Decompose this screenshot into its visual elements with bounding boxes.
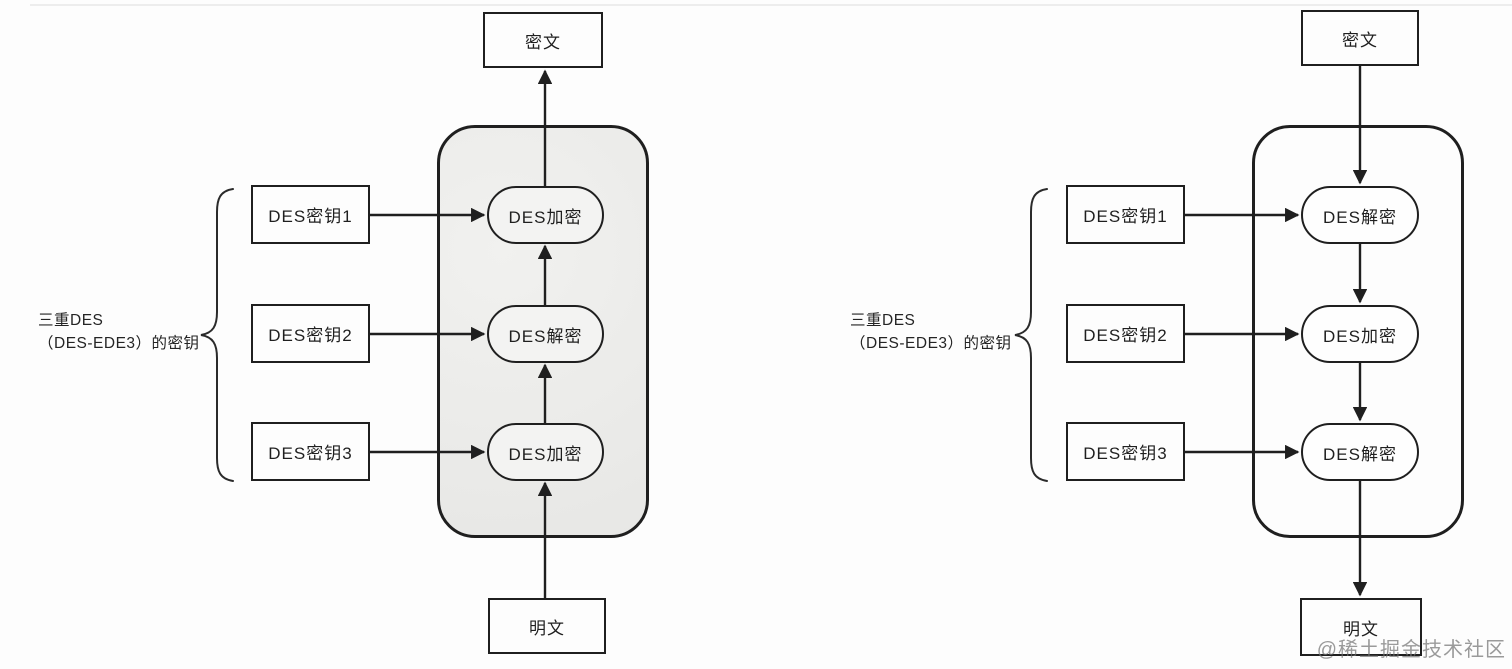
decrypt-key2-box: DES密钥2 bbox=[1066, 304, 1185, 363]
site-watermark: @稀土掘金技术社区 bbox=[1316, 639, 1506, 661]
decrypt-stage3-node: DES解密 bbox=[1301, 423, 1419, 481]
decrypt-key1-box: DES密钥1 bbox=[1066, 185, 1185, 244]
encrypt-keys-label: 三重DES （DES-EDE3）的密钥 bbox=[38, 309, 200, 355]
decrypt-key3-box: DES密钥3 bbox=[1066, 422, 1185, 481]
decrypt-stage1-node: DES解密 bbox=[1301, 186, 1419, 244]
encrypt-stage1-node: DES加密 bbox=[487, 186, 604, 244]
encrypt-stage3-node: DES加密 bbox=[487, 423, 604, 481]
decrypt-keys-label-line2: （DES-EDE3）的密钥 bbox=[850, 335, 1012, 352]
encrypt-stage2-node: DES解密 bbox=[487, 305, 604, 363]
decrypt-keys-label-line1: 三重DES bbox=[850, 312, 916, 329]
encrypt-key1-box: DES密钥1 bbox=[251, 185, 370, 244]
keys-brace bbox=[1014, 188, 1048, 482]
encrypt-keys-label-line2: （DES-EDE3）的密钥 bbox=[38, 335, 200, 352]
decrypt-stage2-node: DES加密 bbox=[1301, 305, 1419, 363]
decrypt-plaintext-box: 明文 bbox=[1300, 598, 1422, 656]
encrypt-key2-box: DES密钥2 bbox=[251, 304, 370, 363]
encrypt-keys-label-line1: 三重DES bbox=[38, 312, 104, 329]
encrypt-plaintext-box: 明文 bbox=[488, 598, 606, 654]
keys-brace bbox=[200, 188, 234, 482]
encrypt-key3-box: DES密钥3 bbox=[251, 422, 370, 481]
page-top-rule bbox=[30, 4, 1512, 6]
encrypt-ciphertext-box: 密文 bbox=[483, 12, 603, 68]
decrypt-keys-label: 三重DES （DES-EDE3）的密钥 bbox=[850, 309, 1012, 355]
decrypt-ciphertext-box: 密文 bbox=[1301, 10, 1419, 66]
